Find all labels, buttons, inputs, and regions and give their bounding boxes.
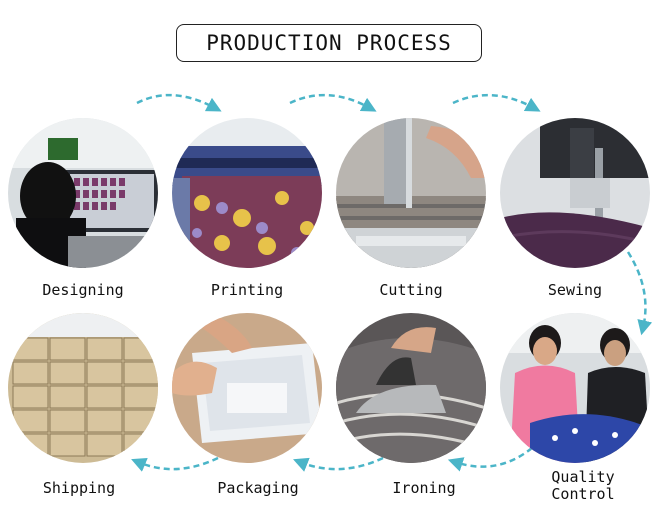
step-packaging-label: Packaging bbox=[217, 479, 299, 497]
page-title: PRODUCTION PROCESS bbox=[176, 24, 482, 62]
step-designing-label: Designing bbox=[42, 281, 124, 299]
step-cutting-photo bbox=[336, 118, 486, 268]
step-designing-photo bbox=[8, 118, 158, 268]
step-ironing-label: Ironing bbox=[392, 479, 456, 497]
step-quality-control-label: Quality Control bbox=[551, 468, 615, 503]
arrow-ironing-to-packaging bbox=[293, 456, 384, 472]
step-printing-photo bbox=[172, 118, 322, 268]
step-shipping-label: Shipping bbox=[42, 479, 116, 497]
step-shipping-photo bbox=[8, 313, 158, 463]
step-sewing-photo bbox=[500, 118, 650, 268]
step-quality-control-photo bbox=[500, 313, 650, 463]
arrow-designing-to-printing bbox=[136, 93, 222, 112]
arrow-quality-to-ironing bbox=[447, 447, 533, 472]
step-cutting-label: Cutting bbox=[379, 281, 443, 299]
page-title-text: PRODUCTION PROCESS bbox=[206, 31, 452, 55]
step-sewing-label: Sewing bbox=[547, 281, 603, 299]
arrow-cutting-to-sewing bbox=[452, 93, 541, 112]
arrow-printing-to-cutting bbox=[289, 93, 377, 112]
step-ironing-photo bbox=[336, 313, 486, 463]
step-printing-label: Printing bbox=[210, 281, 284, 299]
step-packaging-photo bbox=[172, 313, 322, 463]
arrow-packaging-to-shipping bbox=[131, 456, 219, 472]
